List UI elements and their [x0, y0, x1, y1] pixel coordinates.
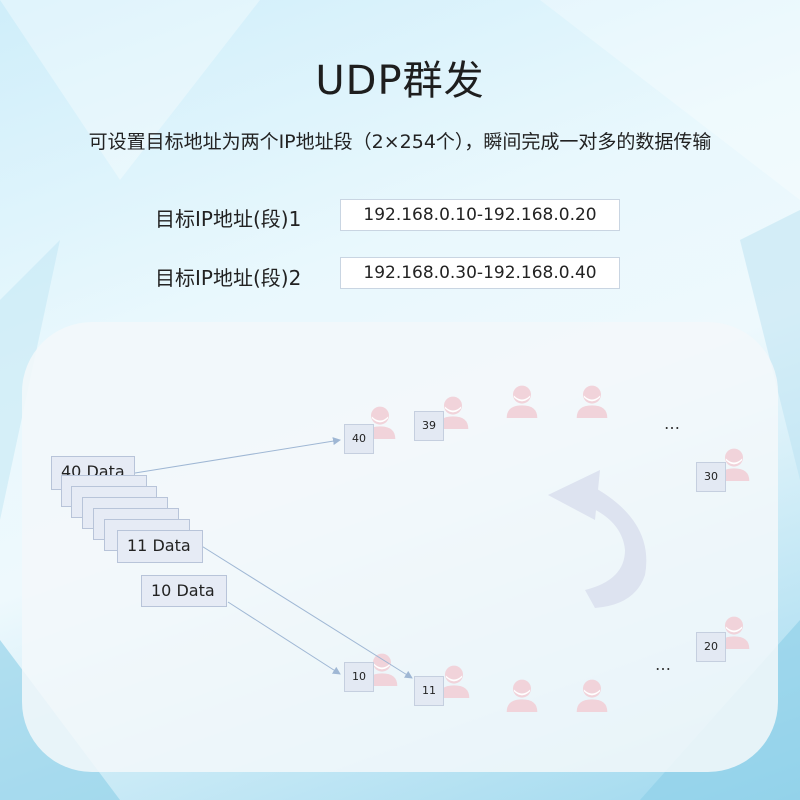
page-title: UDP群发 — [315, 58, 485, 104]
user-icon — [506, 679, 538, 712]
ellipsis-top: … — [664, 414, 682, 433]
user-icon — [576, 385, 608, 418]
host-node-39: 39 — [414, 411, 444, 441]
user-icon — [576, 679, 608, 712]
ip-range-1-value: 192.168.0.10-192.168.0.20 — [340, 199, 620, 231]
page-subtitle: 可设置目标地址为两个IP地址段（2×254个），瞬间完成一对多的数据传输 — [88, 131, 712, 153]
ip-range-2-label: 目标IP地址(段)2 — [155, 266, 302, 290]
host-node-40: 40 — [344, 424, 374, 454]
cycle-arrow-icon — [548, 470, 647, 608]
user-icon — [506, 385, 538, 418]
host-node-10: 10 — [344, 662, 374, 692]
ip-range-1-label: 目标IP地址(段)1 — [155, 207, 302, 231]
arrow-to-40 — [134, 437, 341, 474]
data-packet-front: 11 Data — [117, 530, 203, 563]
host-node-20: 20 — [696, 632, 726, 662]
ip-range-2-value: 192.168.0.30-192.168.0.40 — [340, 257, 620, 289]
host-node-11: 11 — [414, 676, 444, 706]
ellipsis-bottom: … — [655, 655, 673, 674]
host-node-30: 30 — [696, 462, 726, 492]
arrow-to-10 — [227, 601, 341, 675]
arrow-to-11 — [199, 544, 413, 679]
data-packet-single: 10 Data — [141, 575, 227, 607]
